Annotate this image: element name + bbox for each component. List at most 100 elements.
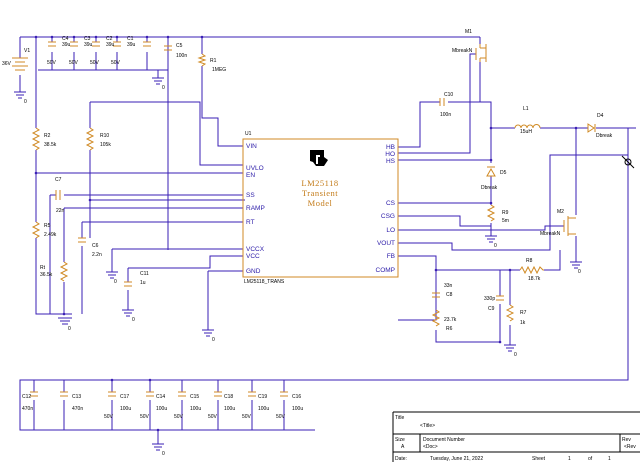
svg-text:V1: V1: [24, 48, 30, 54]
svg-text:C10: C10: [444, 92, 453, 98]
svg-text:C16: C16: [292, 394, 301, 400]
pin-lo: LO: [386, 227, 395, 234]
svg-text:50V: 50V: [276, 414, 286, 420]
svg-text:0: 0: [68, 326, 71, 332]
svg-text:100u: 100u: [120, 406, 131, 412]
svg-text:0: 0: [162, 451, 165, 457]
resistor-r6: 23.7k R6: [431, 309, 457, 332]
ic-u1: U1 LM25118_TRANS LM25118 Transient Model…: [242, 131, 399, 285]
diode-d4: D4 Dbreak: [587, 113, 613, 139]
svg-text:C14: C14: [156, 394, 165, 400]
svg-text:38.5k: 38.5k: [44, 142, 57, 148]
svg-text:100u: 100u: [292, 406, 303, 412]
ti-logo: [310, 150, 328, 166]
resistor-rt: Rt 36.5k: [40, 261, 69, 282]
svg-text:M2: M2: [557, 209, 564, 215]
svg-text:0: 0: [212, 337, 215, 343]
svg-text:A: A: [401, 444, 405, 450]
inductor-l1: L1 15uH: [514, 106, 541, 135]
resistor-r1: R1 1MEG: [197, 53, 226, 73]
svg-text:50V: 50V: [47, 60, 57, 66]
svg-text:Tuesday, June 21, 2022: Tuesday, June 21, 2022: [430, 456, 483, 462]
resistor-r8: R8 18.7k: [519, 258, 544, 282]
svg-text:C18: C18: [224, 394, 233, 400]
svg-text:0: 0: [578, 269, 581, 275]
pin-csg: CSG: [381, 213, 395, 220]
pin-vcc: VCC: [246, 253, 260, 260]
svg-text:39u: 39u: [127, 42, 136, 48]
svg-text:100u: 100u: [258, 406, 269, 412]
svg-text:R2: R2: [44, 133, 51, 139]
pin-ramp: RAMP: [246, 205, 265, 212]
ic-title-line-1: LM25118: [301, 178, 338, 188]
svg-text:33n: 33n: [444, 283, 453, 289]
svg-text:0: 0: [114, 279, 117, 285]
svg-text:50V: 50V: [90, 60, 100, 66]
output-caps: C12 470n C13 470n C17 100u 50V C14 100u …: [22, 391, 303, 420]
resistor-r10: R10 105k: [85, 127, 111, 151]
svg-text:1: 1: [608, 456, 611, 462]
ic-title-line-3: Model: [308, 198, 333, 208]
svg-text:23.7k: 23.7k: [444, 317, 457, 323]
symbols: V1 36V C4 39u 50V C3 39u 50V C2 39u 50V …: [2, 29, 613, 420]
svg-text:<Rev: <Rev: [624, 444, 636, 450]
junctions: [34, 35, 578, 432]
pin-en: EN: [246, 172, 255, 179]
pin-hs: HS: [386, 158, 396, 165]
pin-hb: HB: [386, 144, 395, 151]
pin-vin: VIN: [246, 143, 257, 150]
svg-text:C4: C4: [62, 36, 69, 42]
svg-text:Rev: Rev: [622, 437, 631, 443]
svg-text:50V: 50V: [242, 414, 252, 420]
pin-comp: COMP: [376, 267, 396, 274]
svg-text:<Title>: <Title>: [420, 423, 435, 429]
svg-text:0: 0: [494, 243, 497, 249]
svg-text:0: 0: [24, 99, 27, 105]
capacitor-c9: 330p C9: [484, 295, 504, 312]
ic-ref: U1: [245, 131, 252, 137]
svg-text:Title: Title: [395, 415, 404, 421]
wires: [19, 36, 636, 444]
svg-text:R6: R6: [446, 326, 453, 332]
input-caps: C4 39u 50V C3 39u 50V C2 39u 50V C1 39u …: [47, 36, 187, 66]
pin-ss: SS: [246, 192, 255, 199]
svg-text:C9: C9: [488, 306, 495, 312]
svg-text:C11: C11: [140, 271, 149, 277]
svg-text:C12: C12: [22, 394, 31, 400]
svg-text:100n: 100n: [440, 112, 451, 118]
pin-fb: FB: [387, 253, 395, 260]
svg-text:18.7k: 18.7k: [528, 276, 541, 282]
capacitor-c8: 33n C8: [432, 283, 453, 298]
svg-text:MbreakN: MbreakN: [540, 231, 561, 237]
svg-text:R10: R10: [100, 133, 109, 139]
svg-text:1MEG: 1MEG: [212, 67, 226, 73]
svg-text:M1: M1: [465, 29, 472, 35]
mosfet-m1: M1 MbreakN: [452, 29, 487, 62]
svg-text:39u: 39u: [62, 42, 71, 48]
svg-text:22n: 22n: [56, 208, 65, 214]
svg-text:C6: C6: [92, 243, 99, 249]
svg-text:C8: C8: [446, 292, 453, 298]
svg-text:470n: 470n: [22, 406, 33, 412]
svg-text:C15: C15: [190, 394, 199, 400]
pin-uvlo: UVLO: [246, 165, 264, 172]
ic-part: LM25118_TRANS: [244, 279, 285, 285]
svg-text:36V: 36V: [2, 61, 12, 67]
pin-ho: HO: [385, 151, 395, 158]
title-block: Title <Title> Size A Document Number <Do…: [392, 411, 640, 462]
pin-vout: VOUT: [377, 240, 395, 247]
svg-text:C19: C19: [258, 394, 267, 400]
svg-text:100u: 100u: [190, 406, 201, 412]
svg-text:50V: 50V: [208, 414, 218, 420]
svg-text:1k: 1k: [520, 320, 526, 326]
svg-text:R8: R8: [526, 258, 533, 264]
svg-text:100u: 100u: [156, 406, 167, 412]
ground-symbols: 0 0 0 0 0 0 0 0 0 0: [14, 77, 635, 457]
svg-text:R7: R7: [520, 310, 527, 316]
capacitor-c10: C10 100n: [439, 92, 453, 118]
pin-cs: CS: [386, 200, 396, 207]
svg-text:0: 0: [514, 352, 517, 358]
svg-text:50V: 50V: [140, 414, 150, 420]
